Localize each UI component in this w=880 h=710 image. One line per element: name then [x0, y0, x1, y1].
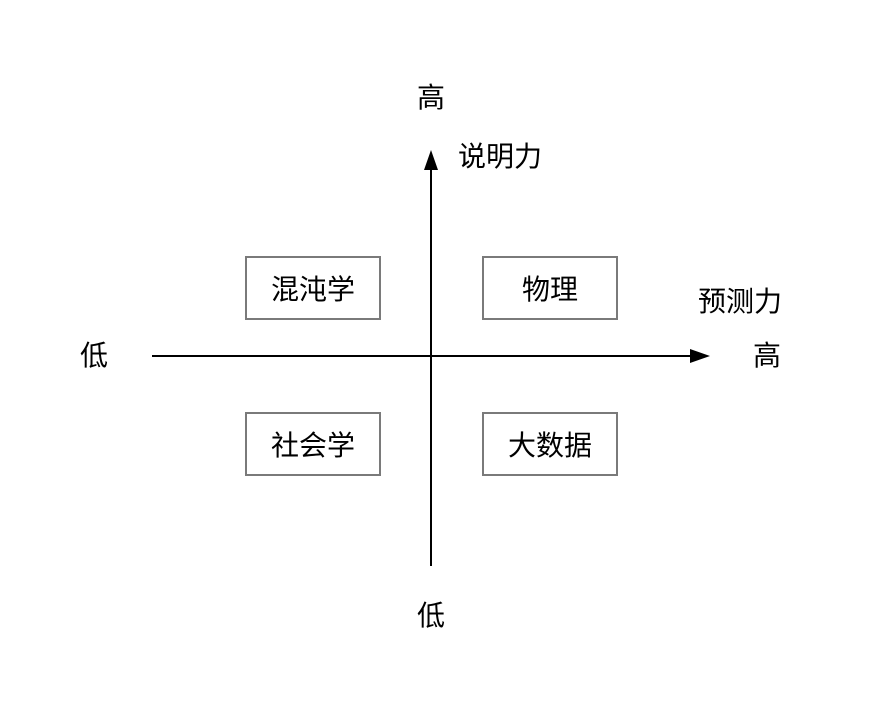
quadrant-bottom-left-box: 社会学 [245, 412, 381, 476]
vertical-axis-high-label: 高 [416, 81, 446, 114]
quadrant-bottom-right-box: 大数据 [482, 412, 618, 476]
horizontal-axis-high-label: 高 [753, 339, 782, 372]
quadrant-top-right-box: 物理 [482, 256, 618, 320]
vertical-axis-name: 说明力 [458, 140, 543, 173]
vertical-axis-low-label: 低 [416, 599, 446, 632]
horizontal-axis-arrowhead [690, 349, 710, 363]
horizontal-axis-low-label: 低 [80, 339, 109, 372]
vertical-axis-arrowhead [424, 150, 438, 170]
horizontal-axis-name: 预测力 [698, 285, 783, 318]
quadrant-top-left-box: 混沌学 [245, 256, 381, 320]
